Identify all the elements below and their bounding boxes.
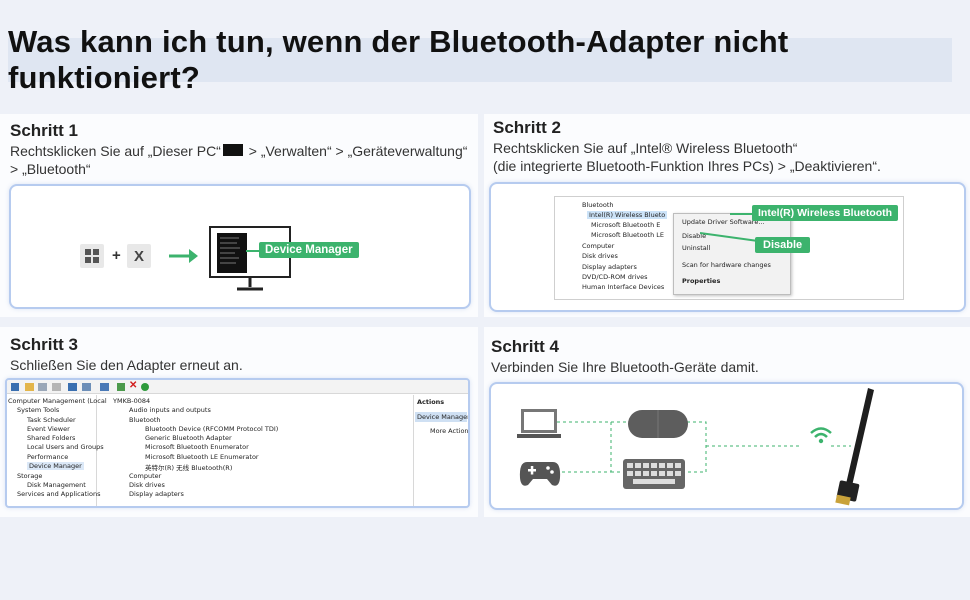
step-2-heading: Schritt 2 [493,118,562,137]
step-1-heading: Schritt 1 [10,121,79,140]
actions-more[interactable]: More Actions [430,427,470,435]
step-1-description: Rechtsklicken Sie auf „Dieser PC“ > „Ver… [10,142,480,178]
gamepad-icon [519,462,561,486]
step-3-panel: Schritt 3 Schließen Sie den Adapter erne… [0,327,478,517]
mt-computer-name[interactable]: YMKB-0084 [113,397,151,405]
menu-update-driver[interactable]: Update Driver Software... [682,218,765,226]
step-1-text-a: Rechtsklicken Sie auf „Dieser PC“ [10,143,221,159]
menu-properties[interactable]: Properties [682,277,721,285]
plus-sign: + [112,247,121,264]
callout-connector [246,250,260,252]
step-2-description: Rechtsklicken Sie auf „Intel® Wireless B… [493,139,969,175]
folder-icon[interactable] [25,383,34,391]
mt-audio[interactable]: Audio inputs and outputs [129,406,211,414]
disable-callout: Disable [755,237,811,253]
step-3-description: Schließen Sie den Adapter erneut an. [10,357,243,373]
x-key: X [127,244,151,268]
lt-local-users[interactable]: Local Users and Groups [27,443,104,451]
device-manager-screenshot: Bluetooth Intel(R) Wireless Blueto Micro… [554,196,904,300]
lt-services-apps[interactable]: Services and Applications [17,490,101,498]
tree-ms-bt-le: Microsoft Bluetooth LE [591,231,664,239]
remove-icon[interactable]: ✕ [129,380,138,391]
mt-computer[interactable]: Computer [129,472,162,480]
tree-bluetooth: Bluetooth [582,201,614,209]
enable-icon[interactable] [141,383,149,391]
actions-device-manager[interactable]: Device Manager [415,412,470,422]
tree-disk-drives: Disk drives [582,252,618,260]
tree-ms-bt-enum: Microsoft Bluetooth E [591,221,661,229]
tree-hid: Human Interface Devices [582,283,665,291]
tree-intel-bluetooth: Intel(R) Wireless Blueto [587,211,668,219]
lt-computer-mgmt[interactable]: Computer Management (Local [8,397,107,405]
windows-key-icon [80,244,104,268]
actions-pane: Actions Device Manager More Actions [413,395,470,506]
mt-bluetooth[interactable]: Bluetooth [129,416,161,424]
wifi-signal-icon [810,427,832,444]
toolbar: ✕ [7,380,468,394]
device-manager-callout: Device Manager [259,242,359,258]
actions-title: Actions [417,398,445,406]
mt-bt-rfcomm[interactable]: Bluetooth Device (RFCOMM Protocol TDI) [145,425,279,433]
page-title: Was kann ich tun, wenn der Bluetooth-Ada… [8,24,789,95]
lt-storage[interactable]: Storage [17,472,43,480]
monitor-icon [209,226,291,291]
step-4-description: Verbinden Sie Ihre Bluetooth-Geräte dami… [491,359,759,375]
lt-disk-management[interactable]: Disk Management [27,481,86,489]
lt-event-viewer[interactable]: Event Viewer [27,425,70,433]
step-4-heading: Schritt 4 [491,337,560,356]
monitor-icon [222,144,243,157]
usb-antenna-icon [835,388,874,506]
step-2-text-a: Rechtsklicken Sie auf „Intel® Wireless B… [493,140,798,156]
list-icon[interactable] [52,383,61,391]
monitor-small-icon[interactable] [100,383,109,391]
step-2-panel: Schritt 2 Rechtsklicken Sie auf „Intel® … [484,114,970,317]
step-2-illustration: Bluetooth Intel(R) Wireless Blueto Micro… [489,182,966,312]
intel-bluetooth-callout: Intel(R) Wireless Bluetooth [752,205,899,221]
grid-icon[interactable] [38,383,47,391]
tree-display-adapters: Display adapters [582,263,637,271]
callout-connector-disable [700,232,759,242]
keyboard-icon [623,459,685,489]
left-tree-pane: Computer Management (Local System Tools … [7,395,107,506]
mt-ms-bt-le-enum[interactable]: Microsoft Bluetooth LE Enumerator [145,453,259,461]
mouse-icon [628,410,688,438]
laptop-icon [517,409,561,438]
mt-ms-bt-enum[interactable]: Microsoft Bluetooth Enumerator [145,443,249,451]
step-3-heading: Schritt 3 [10,335,79,354]
lt-task-scheduler[interactable]: Task Scheduler [27,416,76,424]
mt-disk-drives[interactable]: Disk drives [129,481,165,489]
step-3-illustration: ✕ Computer Management (Local System Tool… [5,378,470,508]
middle-tree-pane: YMKB-0084 Audio inputs and outputs Bluet… [99,395,413,506]
menu-scan-hardware[interactable]: Scan for hardware changes [682,261,771,269]
lt-device-manager[interactable]: Device Manager [27,462,84,470]
props-icon[interactable] [82,383,91,391]
step-1-illustration: + X Device Manager [9,184,471,309]
step-4-illustration [489,382,964,510]
arrow-right-icon [169,249,198,263]
mt-intel-bt-cn[interactable]: 英特尔(R) 无线 Bluetooth(R) [145,464,233,472]
tree-computer: Computer [582,242,615,250]
callout-connector-device [730,213,752,215]
menu-uninstall[interactable]: Uninstall [682,244,711,252]
mt-display-adapters[interactable]: Display adapters [129,490,184,498]
step-1-text-b: > „Verwalten“ > „Geräteverwaltung“ [244,143,468,159]
mt-generic-bt[interactable]: Generic Bluetooth Adapter [145,434,232,442]
step-1-text-c: > „Bluetooth“ [10,161,91,177]
step-2-text-b: (die integrierte Bluetooth-Funktion Ihre… [493,158,881,174]
menu-disable[interactable]: Disable [682,232,707,240]
lt-system-tools[interactable]: System Tools [17,406,60,414]
lt-performance[interactable]: Performance [27,453,69,461]
step-4-panel: Schritt 4 Verbinden Sie Ihre Bluetooth-G… [484,327,970,517]
title-banner: Was kann ich tun, wenn der Bluetooth-Ada… [8,24,952,95]
help-icon[interactable] [68,383,77,391]
context-menu: Update Driver Software... Disable Uninst… [673,213,791,295]
update-icon[interactable] [117,383,125,391]
step-1-panel: Schritt 1 Rechtsklicken Sie auf „Dieser … [0,114,478,317]
lt-shared-folders[interactable]: Shared Folders [27,434,76,442]
back-icon[interactable] [11,383,19,391]
connection-lines [551,421,851,473]
tree-dvd-drives: DVD/CD-ROM drives [582,273,648,281]
